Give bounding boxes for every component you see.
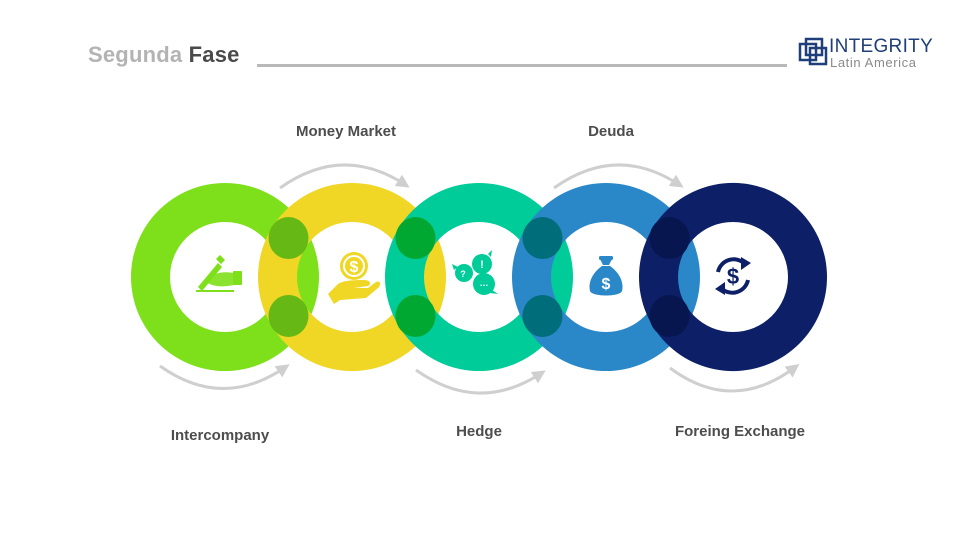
ring-overlap-bottom-2 <box>395 294 436 337</box>
svg-text:$: $ <box>602 276 611 293</box>
stage-label-foreing-exchange: Foreing Exchange <box>674 423 806 440</box>
svg-text:…: … <box>480 278 489 288</box>
ring-overlap-bottom-1 <box>268 294 309 337</box>
ring-overlap-top-3 <box>522 217 563 260</box>
stage-label-hedge: Hedge <box>456 423 502 440</box>
chat-bubbles-icon: ? ! … <box>452 250 498 295</box>
arrow-foreing-exchange <box>669 363 800 393</box>
ring-overlap-top-1 <box>268 217 309 260</box>
ring-overlaps <box>268 217 690 337</box>
arrow-intercompany <box>159 364 290 390</box>
arrow-money-market <box>279 163 410 190</box>
company-logo: INTEGRITY Latin America <box>798 34 938 74</box>
money-bag-icon: $ <box>589 256 623 296</box>
logo-subtitle: Latin America <box>830 55 917 70</box>
ring-overlap-bottom-4 <box>649 294 690 337</box>
arrow-hedge <box>415 368 546 395</box>
stage-icons: $ ? ! … $ $ <box>196 250 751 304</box>
svg-text:?: ? <box>460 269 466 279</box>
svg-text:$: $ <box>727 264 739 289</box>
ring-overlap-top-4 <box>649 217 690 260</box>
arrow-deuda <box>553 163 684 190</box>
ring-overlap-top-2 <box>395 217 436 260</box>
title-divider <box>257 64 787 67</box>
flow-arrows <box>159 163 800 395</box>
hand-holding-coin-icon: $ <box>328 252 381 304</box>
svg-text:$: $ <box>350 259 359 276</box>
logo-squares-icon <box>798 37 828 66</box>
logo-brand: INTEGRITY <box>829 36 934 57</box>
stage-label-deuda: Deuda <box>588 123 634 140</box>
ring-overlap-bottom-3 <box>522 294 563 337</box>
stage-label-money-market: Money Market <box>295 123 397 140</box>
page-title-dark: Fase <box>188 42 240 67</box>
currency-exchange-icon: $ <box>715 257 751 295</box>
hand-writing-contract-icon <box>196 255 242 292</box>
svg-text:!: ! <box>480 259 484 271</box>
page-title-light: Segunda <box>88 42 183 67</box>
stage-label-intercompany: Intercompany <box>170 427 270 444</box>
page-title: Segunda Fase <box>88 42 240 68</box>
